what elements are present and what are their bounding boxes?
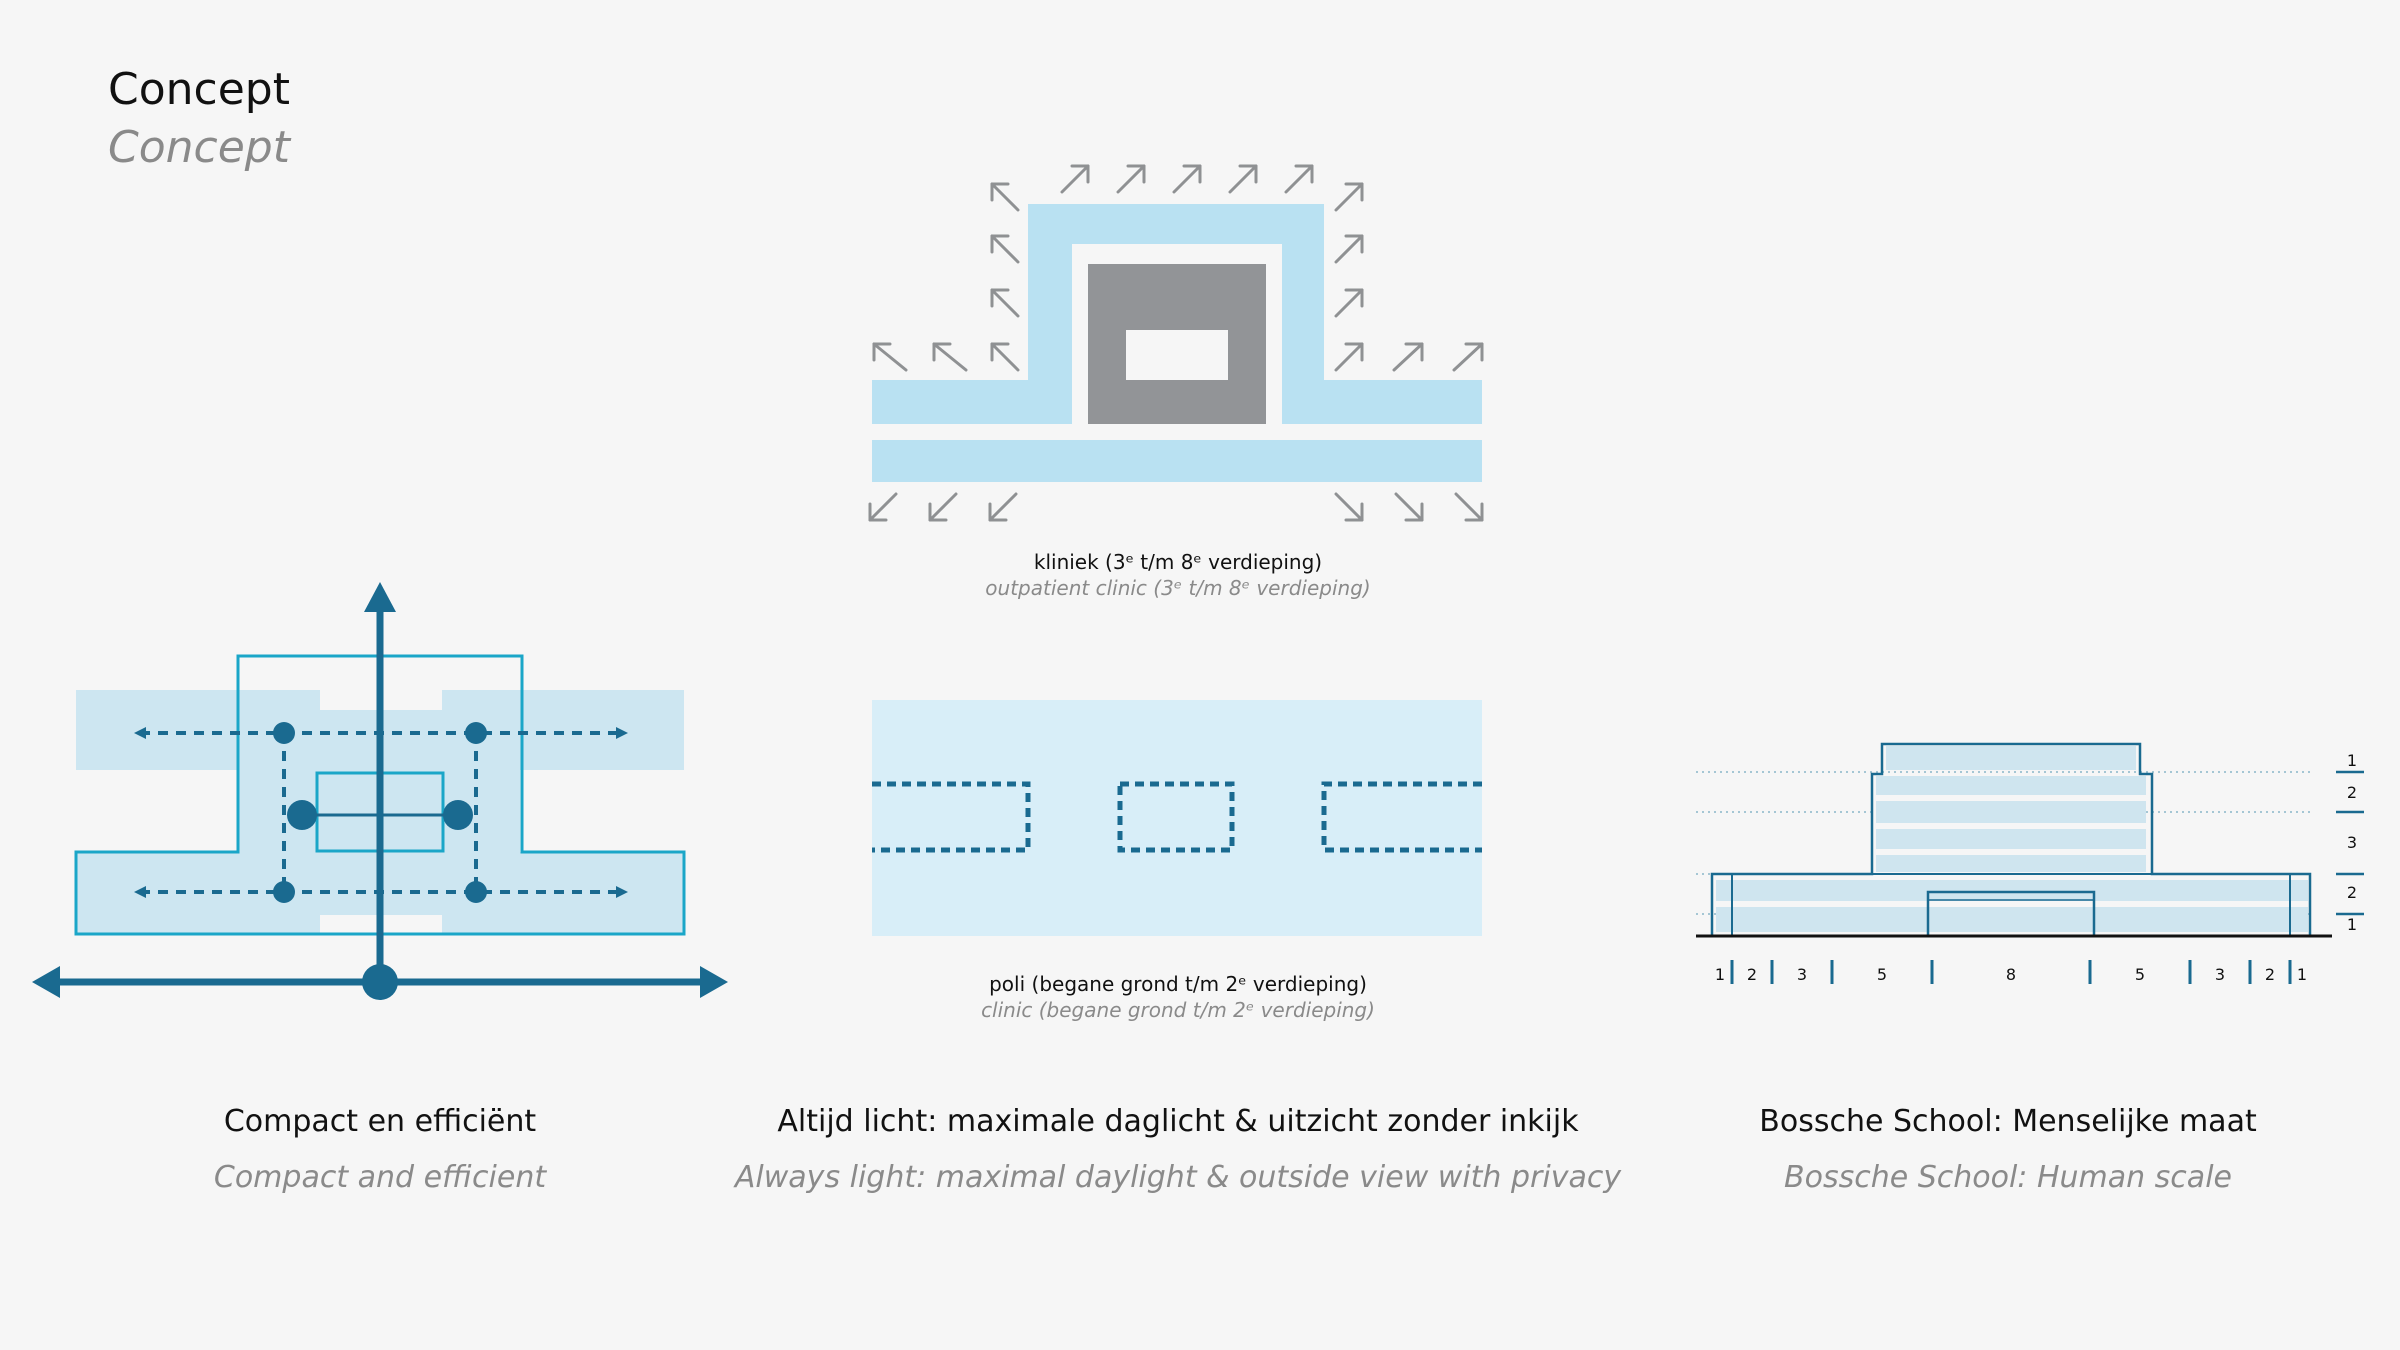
node — [273, 881, 295, 903]
view-arrow — [1452, 342, 1484, 372]
level-number: 1 — [2347, 751, 2357, 770]
page-title: Concept — [108, 64, 290, 115]
axis-arrow-left — [32, 966, 60, 998]
heading-bossche: Bossche School: Menselijke maat — [1759, 1104, 2257, 1139]
view-arrow — [1172, 164, 1202, 194]
view-arrow — [1116, 164, 1146, 194]
heading-compact-en: Compact and efficient — [213, 1160, 547, 1195]
module-number: 2 — [2265, 965, 2275, 984]
view-arrow — [1060, 164, 1090, 194]
dashed-room-center — [1117, 781, 1235, 853]
module-number: 1 — [2297, 965, 2307, 984]
view-arrow — [1334, 234, 1364, 264]
view-arrow — [1334, 492, 1364, 522]
courtyard — [1126, 330, 1228, 380]
heading-bossche-en: Bossche School: Human scale — [1784, 1160, 2232, 1195]
view-arrow — [1284, 164, 1314, 194]
view-arrow — [1454, 492, 1484, 522]
view-arrow — [932, 342, 968, 372]
node — [465, 881, 487, 903]
heading-daylight: Altijd licht: maximale daglicht & uitzic… — [777, 1104, 1579, 1139]
module-number: 8 — [2006, 965, 2016, 984]
level-number: 2 — [2347, 883, 2357, 902]
view-arrow — [990, 234, 1020, 264]
node — [273, 722, 295, 744]
view-arrow — [872, 342, 908, 372]
view-arrow — [1334, 182, 1364, 212]
lower-caption-en: clinic (begane grond t/m 2ᵉ verdieping) — [981, 998, 1375, 1022]
node — [465, 722, 487, 744]
dashed-room-right — [1321, 781, 1482, 853]
dashed-room-left — [872, 781, 1031, 853]
level-number: 2 — [2347, 783, 2357, 802]
upper-caption-en: outpatient clinic (3ᵉ t/m 8ᵉ verdieping) — [985, 576, 1371, 600]
heading-daylight-en: Always light: maximal daylight & outside… — [734, 1160, 1622, 1195]
view-arrow — [990, 288, 1020, 318]
level-number: 1 — [2347, 915, 2357, 934]
view-arrow — [1394, 492, 1424, 522]
module-number: 3 — [2215, 965, 2225, 984]
view-arrow — [928, 492, 958, 522]
level-number: 3 — [2347, 833, 2357, 852]
axis-arrow-right — [700, 966, 728, 998]
page-title-en: Concept — [108, 122, 290, 173]
module-number: 2 — [1747, 965, 1757, 984]
poli-floor — [872, 700, 1482, 936]
module-number: 3 — [1797, 965, 1807, 984]
view-arrow — [1334, 288, 1364, 318]
view-arrow — [1392, 342, 1424, 372]
view-arrow — [988, 492, 1018, 522]
axis-origin — [362, 964, 398, 1000]
lower-caption: poli (begane grond t/m 2ᵉ verdieping) — [989, 972, 1367, 996]
heading-compact: Compact en efficiënt — [223, 1104, 537, 1139]
module-number: 1 — [1715, 965, 1725, 984]
module-number: 5 — [1877, 965, 1887, 984]
module-number: 5 — [2135, 965, 2145, 984]
view-arrow — [1334, 342, 1364, 372]
view-arrow — [990, 182, 1020, 212]
node-large — [443, 800, 473, 830]
axis-arrow-up — [364, 582, 396, 612]
view-arrow — [1228, 164, 1258, 194]
view-arrow — [990, 342, 1020, 372]
outline — [74, 654, 686, 936]
upper-caption: kliniek (3ᵉ t/m 8ᵉ verdieping) — [1033, 550, 1323, 574]
node-large — [287, 800, 317, 830]
clinic-strip — [872, 440, 1482, 482]
view-arrow — [868, 492, 898, 522]
